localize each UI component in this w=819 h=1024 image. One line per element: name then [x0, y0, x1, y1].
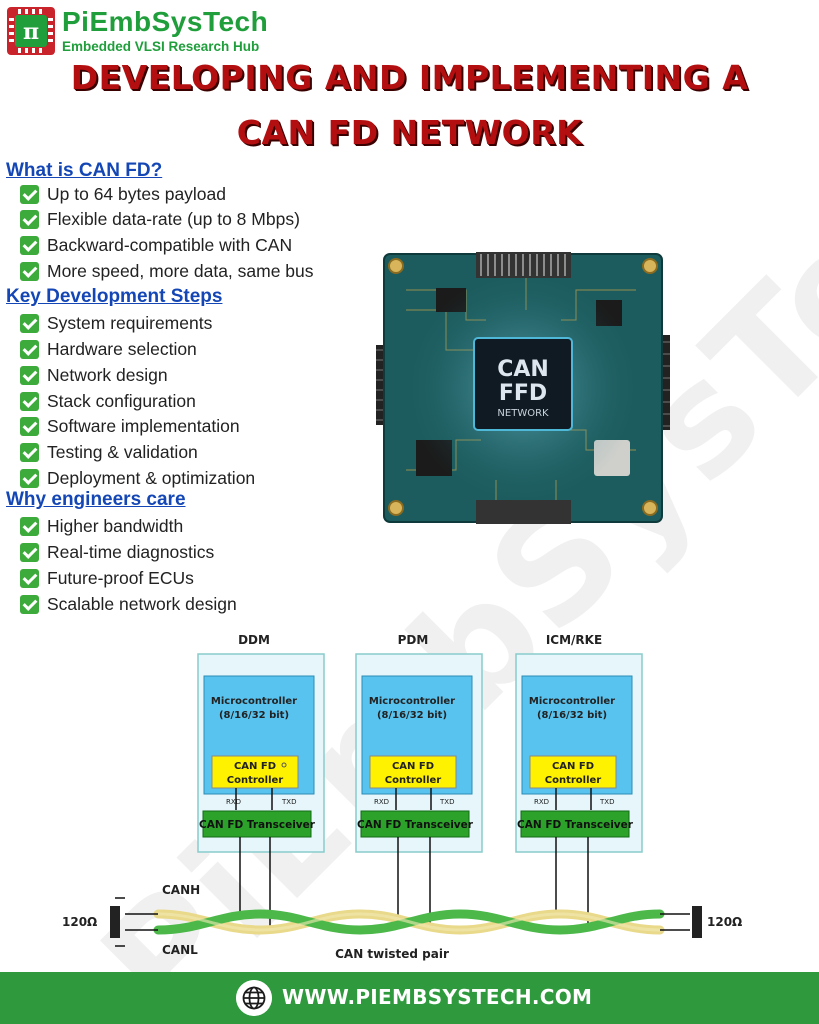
node-ddm: DDM Microcontroller (8/16/32 bit) CAN FD…: [197, 633, 325, 853]
svg-text:FFD: FFD: [499, 381, 547, 406]
brand-logo-icon: π: [7, 7, 55, 55]
svg-text:NETWORK: NETWORK: [497, 408, 549, 419]
svg-text:(8/16/32 bit): (8/16/32 bit): [377, 710, 447, 721]
checkmark-icon: [20, 184, 39, 204]
footer-bar: WWW.PIEMBSYSTECH.COM: [0, 972, 819, 1024]
page-title-line2: CAN FD NETWORK: [236, 113, 583, 152]
node-icm-rke: ICM/RKE Microcontroller (8/16/32 bit) CA…: [515, 633, 643, 853]
checkmark-icon: [20, 391, 39, 411]
list-item: Backward-compatible with CAN: [20, 234, 292, 256]
svg-text:Controller: Controller: [545, 775, 602, 786]
list-item: More speed, more data, same bus: [20, 260, 314, 282]
svg-text:CAN FD Transceiver: CAN FD Transceiver: [517, 819, 634, 831]
node-pdm: PDM Microcontroller (8/16/32 bit) CAN FD…: [355, 633, 483, 853]
list-item: Testing & validation: [20, 441, 198, 463]
checkmark-icon: [20, 209, 39, 229]
svg-text:CAN FD: CAN FD: [234, 761, 276, 772]
svg-text:TXD: TXD: [281, 798, 296, 806]
svg-text:CAN FD Transceiver: CAN FD Transceiver: [199, 819, 316, 831]
svg-text:Microcontroller: Microcontroller: [211, 696, 297, 707]
checkmark-icon: [20, 442, 39, 462]
section-heading-what-is-can-fd: What is CAN FD?: [6, 160, 163, 181]
list-item: Network design: [20, 364, 168, 386]
svg-text:RXD: RXD: [374, 798, 389, 806]
svg-text:RXD: RXD: [226, 798, 241, 806]
svg-text:PDM: PDM: [398, 633, 429, 647]
can-fd-network-diagram: DDM Microcontroller (8/16/32 bit) CAN FD…: [62, 633, 742, 961]
section-heading-key-development-steps: Key Development Steps: [6, 286, 223, 307]
list-item: Deployment & optimization: [20, 467, 255, 489]
svg-text:Microcontroller: Microcontroller: [529, 696, 615, 707]
svg-text:DDM: DDM: [238, 633, 270, 647]
svg-text:CAN: CAN: [497, 357, 549, 382]
checkmark-icon: [20, 365, 39, 385]
svg-text:TXD: TXD: [439, 798, 454, 806]
checkmark-icon: [20, 339, 39, 359]
list-item: Future-proof ECUs: [20, 567, 194, 589]
svg-text:TXD: TXD: [599, 798, 614, 806]
list-item: Hardware selection: [20, 338, 197, 360]
checkmark-icon: [20, 594, 39, 614]
list-item: Real-time diagnostics: [20, 541, 214, 563]
svg-text:CANL: CANL: [162, 943, 198, 957]
checkmark-icon: [20, 542, 39, 562]
brand-name: PiEmbSysTech: [62, 6, 269, 37]
termination-right: [660, 906, 702, 938]
svg-text:(8/16/32 bit): (8/16/32 bit): [219, 710, 289, 721]
list-item: Up to 64 bytes payload: [20, 183, 226, 205]
svg-text:CANH: CANH: [162, 883, 200, 897]
checkmark-icon: [20, 313, 39, 333]
list-item: Scalable network design: [20, 593, 237, 615]
svg-text:Controller: Controller: [227, 775, 284, 786]
list-item: System requirements: [20, 312, 212, 334]
list-item: Software implementation: [20, 415, 240, 437]
svg-text:Controller: Controller: [385, 775, 442, 786]
svg-text:RXD: RXD: [534, 798, 549, 806]
svg-text:(8/16/32 bit): (8/16/32 bit): [537, 710, 607, 721]
checkmark-icon: [20, 468, 39, 488]
svg-text:CAN twisted pair: CAN twisted pair: [335, 947, 449, 961]
svg-text:CAN FD Transceiver: CAN FD Transceiver: [357, 819, 474, 831]
page-title-line1: DEVELOPING AND IMPLEMENTING A: [70, 58, 749, 97]
website-link[interactable]: WWW.PIEMBSYSTECH.COM: [282, 985, 593, 1009]
svg-text:120Ω: 120Ω: [707, 915, 742, 929]
section-heading-why-engineers-care: Why engineers care: [6, 489, 186, 510]
checkmark-icon: [20, 516, 39, 536]
checkmark-icon: [20, 261, 39, 281]
svg-text:π: π: [23, 19, 39, 45]
list-item: Flexible data-rate (up to 8 Mbps): [20, 208, 300, 230]
svg-text:ICM/RKE: ICM/RKE: [546, 633, 602, 647]
svg-text:CAN FD: CAN FD: [552, 761, 594, 772]
can-twisted-pair: [153, 909, 665, 935]
brand-tagline: Embedded VLSI Research Hub: [62, 39, 260, 54]
svg-text:Microcontroller: Microcontroller: [369, 696, 455, 707]
svg-text:120Ω: 120Ω: [62, 915, 97, 929]
checkmark-icon: [20, 416, 39, 436]
can-fd-chip-image: CAN FFD NETWORK: [376, 252, 670, 524]
list-item: Higher bandwidth: [20, 515, 183, 537]
checkmark-icon: [20, 568, 39, 588]
globe-icon: [236, 980, 272, 1016]
svg-text:CAN FD: CAN FD: [392, 761, 434, 772]
checkmark-icon: [20, 235, 39, 255]
termination-left: [110, 897, 158, 947]
list-item: Stack configuration: [20, 390, 196, 412]
